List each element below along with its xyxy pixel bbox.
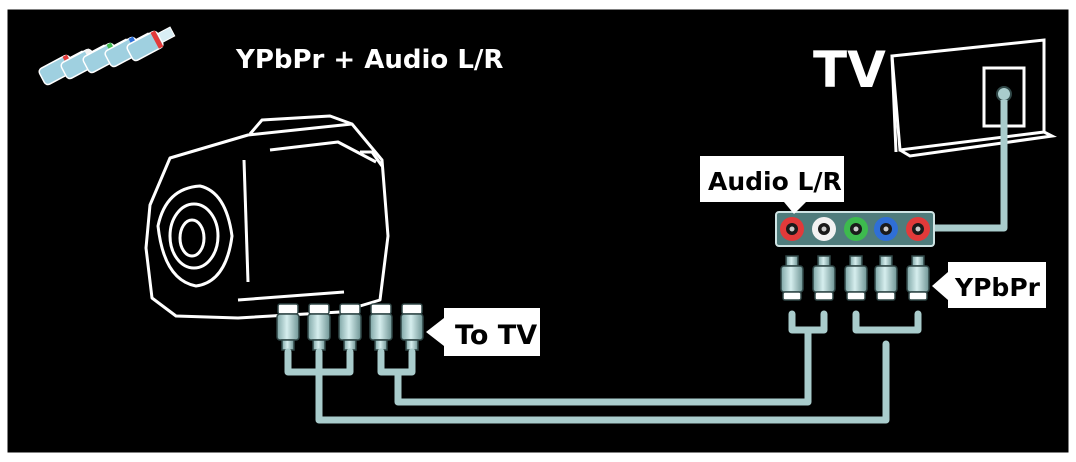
audio-label: Audio L/R	[708, 167, 842, 196]
to-tv-label: To TV	[455, 320, 537, 351]
ypbpr-label: YPbPr	[954, 273, 1041, 302]
header-title: YPbPr + Audio L/R	[235, 45, 503, 75]
rca-plugs-icon	[38, 26, 176, 86]
jack-pb	[874, 217, 898, 241]
tv-input-jack	[996, 86, 1012, 102]
audio-callout: Audio L/R	[700, 156, 844, 214]
ypbpr-callout: YPbPr	[932, 262, 1046, 308]
diagram-frame	[4, 6, 1072, 456]
to-tv-callout: To TV	[426, 308, 540, 356]
tv-input-jacks	[780, 217, 930, 241]
camcorder-icon	[144, 114, 390, 320]
jack-audio-left	[780, 217, 804, 241]
jack-pr	[906, 217, 930, 241]
tv-label: TV	[813, 41, 886, 99]
jack-y	[844, 217, 868, 241]
tv-connection-cable	[934, 100, 1008, 232]
jack-audio-right	[812, 217, 836, 241]
component-cable-bundle	[284, 310, 922, 424]
